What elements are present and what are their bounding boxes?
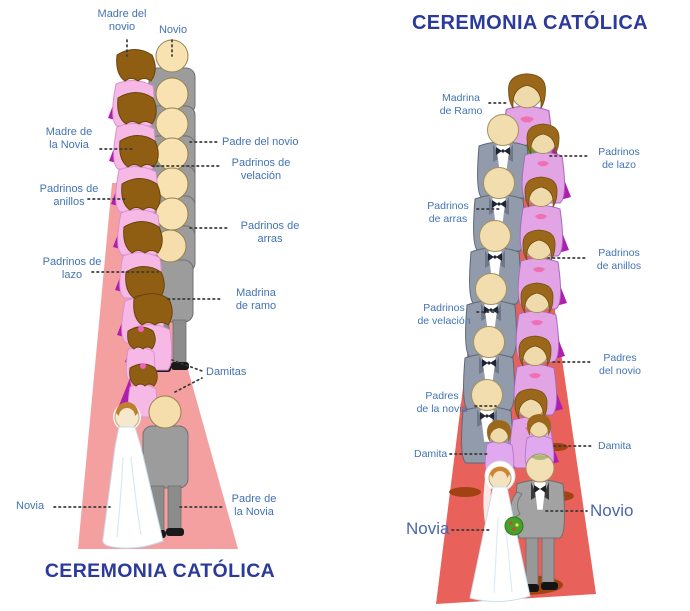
label-novia-right: Novia: [406, 519, 450, 538]
label-damita-right: Damita: [598, 440, 632, 452]
left-leader-lines: [53, 39, 230, 508]
label-padrinos-de-anillos-right: Padrinos de anillos: [596, 247, 642, 272]
label-madrina-de-ramo: Madrina de ramo: [235, 287, 277, 313]
shadow: [449, 487, 481, 497]
label-padrinos-de-arras: Padrinos de arras: [240, 220, 300, 246]
label-novio-right: Novio: [590, 501, 634, 520]
label-madre-del-novio: Madre del novio: [97, 8, 147, 34]
leader-damitas-1: [171, 359, 203, 372]
label-padrinos-de-anillos: Padrinos de anillos: [39, 183, 99, 209]
label-padres-del-novio: Padres del novio: [598, 352, 642, 377]
right-aisle-scene: [436, 73, 596, 604]
label-novia: Novia: [16, 500, 45, 512]
left-aisle-scene: [53, 39, 238, 549]
label-padrinos-de-velacion-right: Padrinos de velación: [417, 302, 471, 327]
label-padres-de-la-novia: Padres de la novia: [416, 390, 468, 415]
label-padrinos-de-velacion: Padrinos de velación: [231, 157, 291, 183]
right-diagram-title: CEREMONIA CATÓLICA: [411, 12, 649, 34]
label-damitas: Damitas: [206, 366, 247, 378]
label-padrinos-de-lazo-right: Padrinos de lazo: [598, 146, 640, 171]
label-padrinos-de-lazo: Padrinos de lazo: [42, 256, 102, 282]
right-leader-lines: [449, 102, 595, 531]
leader-damitas-2: [174, 377, 203, 393]
label-padrinos-de-arras-right: Padrinos de arras: [427, 200, 469, 225]
label-damita-left: Damita: [414, 448, 448, 460]
label-madre-de-la-novia: Madre de la Novia: [45, 126, 93, 152]
label-madrina-de-ramo-right: Madrina de Ramo: [439, 92, 483, 117]
left-diagram-title: CEREMONIA CATÓLICA: [44, 560, 276, 582]
label-padre-del-novio: Padre del novio: [222, 136, 299, 148]
label-novio: Novio: [158, 24, 188, 36]
label-padre-de-la-novia: Padre de la Novia: [231, 493, 277, 519]
